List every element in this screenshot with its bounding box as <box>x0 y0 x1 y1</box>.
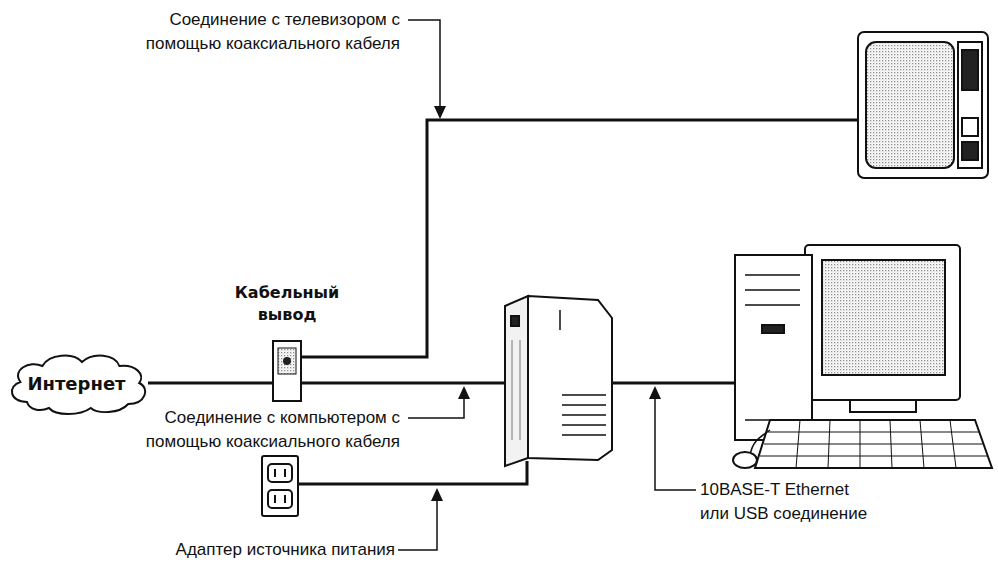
leader-line-part <box>398 500 437 550</box>
power-outlet-part <box>262 456 298 516</box>
power-outlet-part <box>275 469 285 503</box>
outlet-connector <box>283 357 291 365</box>
computer-tower-part <box>745 275 800 305</box>
cable-modem-part <box>511 316 519 326</box>
callout-text: Соединение с компьютером с помощью коакс… <box>105 406 400 454</box>
cable-modem <box>505 296 612 466</box>
cable-modem-part <box>560 310 606 435</box>
coax-cable <box>148 382 272 385</box>
cloud-path <box>12 356 145 414</box>
leader-line-part <box>655 398 696 490</box>
power-wire <box>298 461 527 484</box>
coax-wire-part <box>612 382 735 385</box>
cable-modem-part <box>528 296 612 460</box>
mouse <box>733 430 770 468</box>
outlet-heading: Кабельный вывод <box>222 282 352 326</box>
outlet-outline <box>272 340 302 402</box>
cable-modem-part <box>505 296 528 466</box>
cable-modem-part <box>512 340 520 440</box>
computer-monitor <box>805 245 960 412</box>
callout-text: Адаптер источника питания <box>100 538 395 562</box>
computer-tower-part <box>735 255 812 440</box>
mouse-part <box>750 430 770 456</box>
keyboard-part <box>755 420 992 468</box>
power-outlet-part <box>268 464 292 482</box>
tv-set-part <box>958 42 982 168</box>
mouse-part <box>733 452 757 468</box>
cable-outlet: Кабельный вывод <box>272 340 302 402</box>
tv-set <box>858 32 988 178</box>
tv-set-part <box>962 50 978 90</box>
tv-set-part <box>962 118 978 136</box>
power-outlet-part <box>268 490 292 508</box>
keyboard-part <box>796 420 956 468</box>
power-outlet <box>262 456 298 516</box>
leader-arrowhead-part <box>434 106 446 119</box>
tv-set-part <box>962 142 978 160</box>
outlet-plate <box>273 341 301 401</box>
internet-cloud: Интернет <box>5 350 148 416</box>
coax-wire-part <box>300 382 505 385</box>
leader-arrowhead-part <box>649 386 661 399</box>
outlet-jack <box>278 348 296 374</box>
tv-set-part <box>858 32 988 178</box>
computer-monitor-part <box>850 400 916 412</box>
node-label: Интернет <box>27 373 125 394</box>
computer-monitor-part <box>822 260 945 375</box>
leader-arrowhead-part <box>458 386 470 399</box>
power-wire-part <box>298 461 527 484</box>
tv-set-part <box>866 42 954 168</box>
computer-monitor-part <box>805 245 960 400</box>
leader-arrowhead-part <box>431 488 443 501</box>
leader-line-part <box>408 20 440 107</box>
leader-line <box>398 20 696 550</box>
keyboard <box>755 420 992 468</box>
computer-tower <box>735 255 812 440</box>
computer-tower-part <box>762 325 784 333</box>
callout-text: Соединение с телевизором с помощью коакс… <box>105 8 400 56</box>
leader-arrowhead <box>431 106 661 501</box>
leader-line-part <box>408 398 464 418</box>
callout-text: 10BASE-T Ethernet или USB соединение <box>700 478 878 526</box>
